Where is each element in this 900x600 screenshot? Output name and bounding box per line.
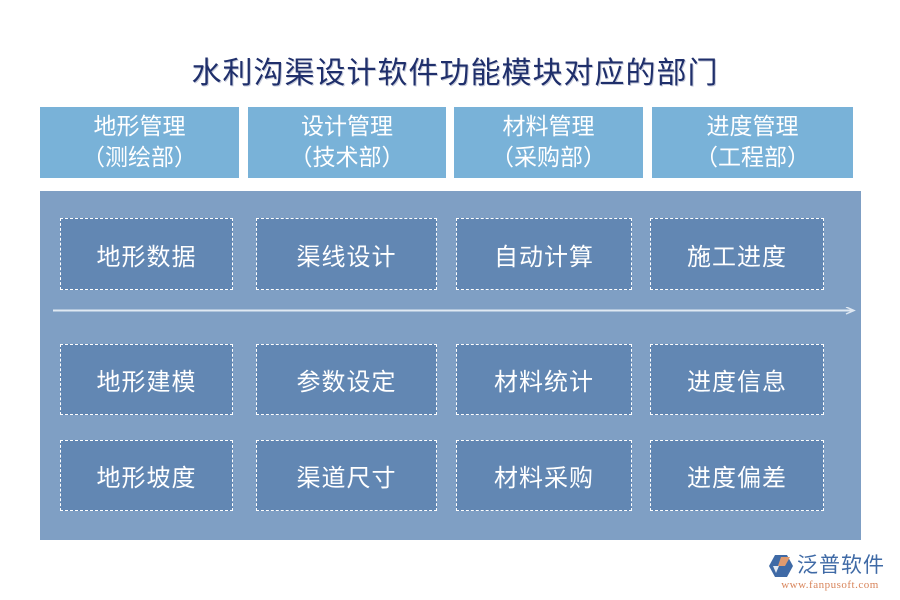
module-terrain-slope: 地形坡度 xyxy=(60,440,233,511)
module-channel-dimensions: 渠道尺寸 xyxy=(256,440,437,511)
module-construction-progress: 施工进度 xyxy=(650,218,824,290)
module-material-statistics: 材料统计 xyxy=(456,344,632,415)
department-label: （技术部） xyxy=(289,144,405,171)
module-parameter-setting: 参数设定 xyxy=(256,344,437,415)
department-header-terrain: 地形管理 （测绘部） xyxy=(40,107,239,178)
department-label: （工程部） xyxy=(695,144,810,171)
department-name: 材料管理 xyxy=(502,113,595,140)
department-label: （采购部） xyxy=(491,144,606,171)
department-label: （测绘部） xyxy=(82,144,197,171)
module-progress-deviation: 进度偏差 xyxy=(650,440,824,511)
module-channel-route-design: 渠线设计 xyxy=(256,218,437,290)
fanpu-logo-icon xyxy=(769,555,793,577)
logo-url: www.fanpusoft.com xyxy=(781,579,879,591)
module-auto-calculation: 自动计算 xyxy=(456,218,632,290)
department-header-design: 设计管理 （技术部） xyxy=(248,107,446,178)
modules-panel: 地形数据 渠线设计 自动计算 施工进度 地形建模 参数设定 材料统计 进度信息 … xyxy=(40,191,861,540)
brand-logo: 泛普软件 www.fanpusoft.com xyxy=(765,551,895,596)
module-material-procurement: 材料采购 xyxy=(456,440,632,511)
department-name: 进度管理 xyxy=(706,113,799,140)
department-name: 地形管理 xyxy=(93,113,186,140)
logo-brand-name: 泛普软件 xyxy=(797,553,885,577)
right-arrow-icon xyxy=(53,307,856,315)
module-progress-info: 进度信息 xyxy=(650,344,824,415)
diagram-title: 水利沟渠设计软件功能模块对应的部门 xyxy=(191,56,719,91)
department-name: 设计管理 xyxy=(301,113,393,140)
module-terrain-modeling: 地形建模 xyxy=(60,344,233,415)
department-header-progress: 进度管理 （工程部） xyxy=(652,107,853,178)
department-header-materials: 材料管理 （采购部） xyxy=(454,107,643,178)
module-terrain-data: 地形数据 xyxy=(60,218,233,290)
